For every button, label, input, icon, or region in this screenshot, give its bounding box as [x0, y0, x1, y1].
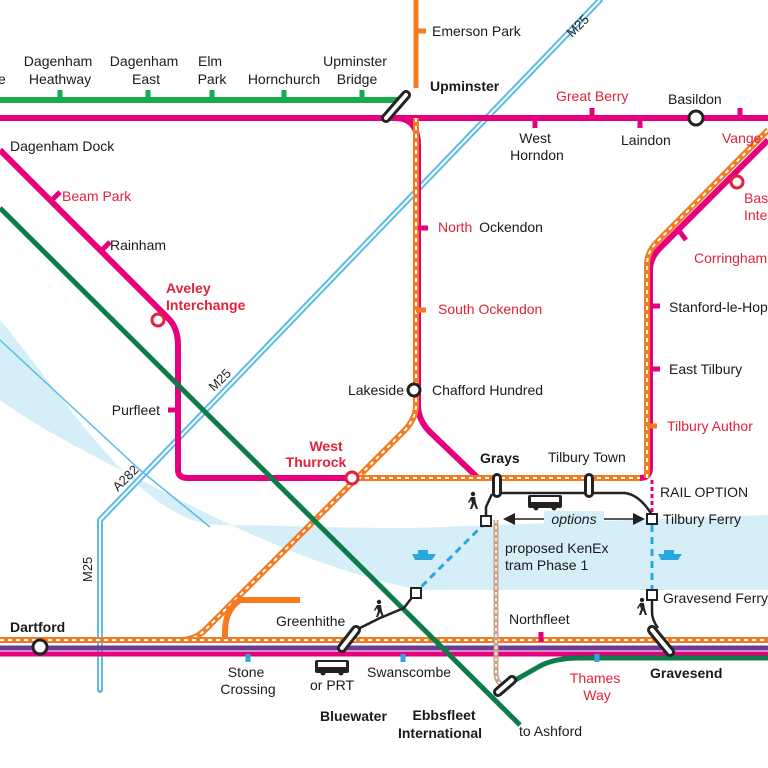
- station-label-swanscombe: Swanscombe: [367, 664, 451, 680]
- station-label-aveley-interchange: Aveley Interchange: [166, 280, 246, 313]
- station-label-northfleet: Northfleet: [509, 611, 570, 627]
- walking-person-icon: [374, 599, 384, 617]
- annotation-kenex: proposed KenEx tram Phase 1: [505, 540, 612, 573]
- station-label-stanford-le-hope: Stanford-le-Hope: [669, 299, 768, 315]
- station-label-vange: Vange: [722, 130, 762, 146]
- station-label-stone-crossing: Stone Crossing: [220, 664, 275, 697]
- station-label-dagenham-east: Dagenham East: [110, 53, 182, 87]
- station-label-corringham: Corringham: [694, 250, 767, 266]
- station-label-purfleet: Purfleet: [112, 402, 160, 418]
- station-label-north-ockendon: North Ockendon: [438, 219, 543, 235]
- annotation-rail-option: RAIL OPTION: [660, 484, 748, 500]
- station-label-partial: e: [0, 71, 6, 87]
- walking-person-icon: [468, 491, 478, 509]
- ferry-icon: [658, 550, 682, 560]
- bottom-ticks: [245, 632, 600, 662]
- hs1-line: [0, 206, 522, 727]
- station-label-thames-way: Thames Way: [570, 670, 624, 703]
- interchange-capsules-inner: [340, 93, 672, 694]
- station-label-rainham: Rainham: [110, 237, 166, 253]
- station-label-lakeside: Lakeside: [348, 382, 404, 398]
- annotation-or-prt: or PRT: [310, 677, 355, 693]
- road-label-m25-south: M25: [80, 557, 95, 582]
- station-label-west-horndon: West Horndon: [510, 130, 564, 163]
- c2c-ticks: [50, 108, 743, 413]
- station-label-gravesend: Gravesend: [650, 665, 722, 681]
- station-label-greenhithe: Greenhithe: [276, 613, 345, 629]
- station-label-gravesend-ferry: Gravesend Ferry: [663, 590, 768, 606]
- new-station-circles: [150, 174, 745, 486]
- station-label-east-tilbury: East Tilbury: [669, 361, 742, 377]
- station-label-tilbury-ferry: Tilbury Ferry: [663, 511, 741, 527]
- station-label-laindon: Laindon: [621, 132, 671, 148]
- station-label-tilbury-author: Tilbury Author: [667, 418, 753, 434]
- bus-icon: [528, 495, 562, 511]
- station-label-basildon: Basildon: [668, 91, 722, 107]
- station-label-tilbury-town: Tilbury Town: [548, 449, 626, 465]
- station-label-elm-park: Elm Park: [198, 53, 228, 87]
- m25-motorway-inner: [99, 0, 601, 690]
- station-label-chafford-hundred: Chafford Hundred: [432, 382, 543, 398]
- orange-ticks: [416, 28, 657, 429]
- station-label-great-berry: Great Berry: [556, 88, 628, 104]
- station-label-emerson-park: Emerson Park: [432, 23, 522, 39]
- station-circles: [31, 109, 705, 656]
- station-label-grays: Grays: [480, 450, 520, 466]
- annotation-options: options: [551, 511, 596, 527]
- station-label-dagenham-dock: Dagenham Dock: [10, 138, 115, 154]
- bus-icon: [315, 660, 349, 676]
- station-label-upminster: Upminster: [430, 78, 500, 94]
- station-label-hornchurch: Hornchurch: [248, 71, 320, 87]
- station-label-bluewater: Bluewater: [320, 708, 387, 724]
- ferry-route-west: [414, 520, 488, 594]
- a282-road: [0, 339, 211, 528]
- ferry-icon: [412, 550, 436, 560]
- annotation-to-ashford: to Ashford: [519, 723, 582, 739]
- station-label-west-thurrock: West Thurrock: [286, 438, 347, 470]
- station-label-upminster-bridge: Upminster Bridge: [323, 53, 391, 87]
- ferry-stops: [410, 513, 658, 601]
- road-label-m25-mid: M25: [206, 366, 234, 394]
- station-label-dartford: Dartford: [10, 619, 65, 635]
- station-label-dagenham-heathway: Dagenham Heathway: [24, 53, 96, 87]
- options-arrow-gap: [544, 511, 604, 527]
- district-ticks: [57, 90, 365, 100]
- station-label-beam-park: Beam Park: [62, 188, 132, 204]
- station-label-ebbsfleet: Ebbsfleet International: [398, 707, 482, 741]
- station-label-basildon-interchange: Basi Inte: [744, 190, 768, 223]
- hs1-branch: [503, 655, 768, 689]
- station-label-south-ockendon: South Ockendon: [438, 301, 542, 317]
- walking-person-icon: [637, 597, 647, 615]
